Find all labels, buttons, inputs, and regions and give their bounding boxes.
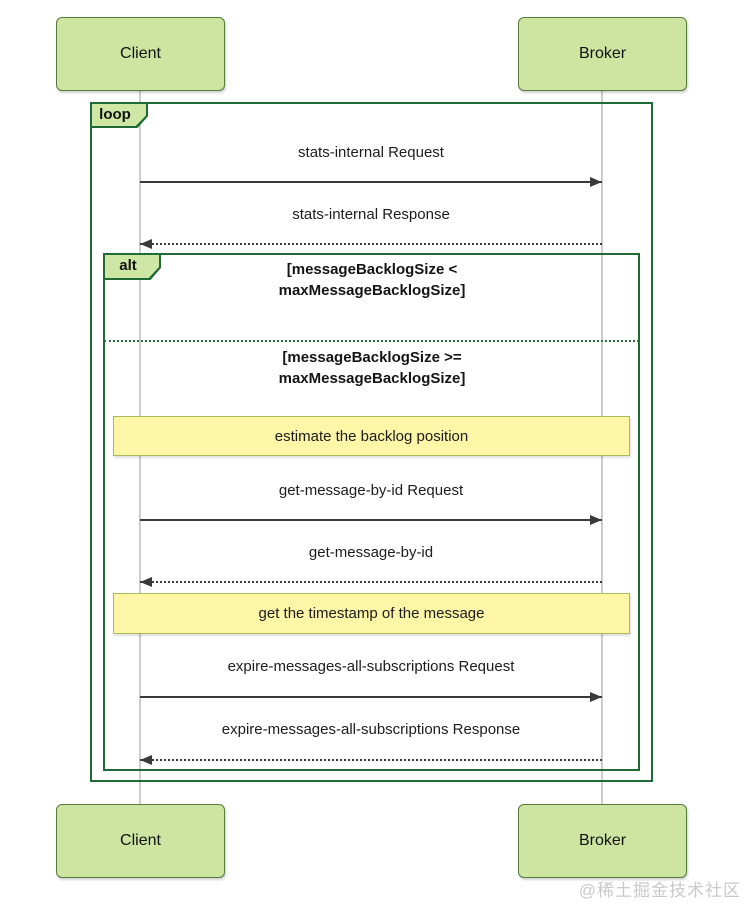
arrow-line xyxy=(140,181,602,183)
arrow-line xyxy=(140,696,602,698)
participant-client-top: Client xyxy=(56,17,225,91)
arrowhead-left-icon xyxy=(140,577,152,587)
arrowhead-right-icon xyxy=(590,692,602,702)
participant-label: Broker xyxy=(578,832,627,849)
arrowhead-right-icon xyxy=(590,515,602,525)
arrow-line xyxy=(140,581,602,583)
loop-frame-tab: loop xyxy=(90,102,148,128)
participant-broker-top: Broker xyxy=(518,17,687,91)
alt-frame-tab: alt xyxy=(103,253,161,280)
arrow-line xyxy=(140,519,602,521)
note: get the timestamp of the message xyxy=(113,593,630,634)
participant-client-bottom: Client xyxy=(56,804,225,878)
watermark: @稀土掘金技术社区 xyxy=(578,881,741,900)
alt-condition-1: [messageBacklogSize < maxMessageBacklogS… xyxy=(278,261,466,299)
note-text: estimate the backlog position xyxy=(274,427,469,445)
arrow-line xyxy=(140,243,602,245)
alt-divider xyxy=(104,340,639,342)
loop-frame xyxy=(90,102,653,782)
message-label: expire-messages-all-subscriptions Respon… xyxy=(221,721,521,738)
message-label: stats-internal Request xyxy=(298,144,444,161)
arrowhead-left-icon xyxy=(140,239,152,249)
message-label: expire-messages-all-subscriptions Reques… xyxy=(227,658,515,675)
alt-frame xyxy=(103,253,640,771)
loop-tab-fill xyxy=(92,104,146,126)
participant-label: Broker xyxy=(578,45,627,62)
loop-frame-label: loop xyxy=(99,105,131,123)
message-label: stats-internal Response xyxy=(292,206,450,223)
message-label: get-message-by-id Request xyxy=(278,482,464,499)
alt-tab-fill xyxy=(105,255,159,278)
alt-condition-2: [messageBacklogSize >= maxMessageBacklog… xyxy=(278,349,466,387)
note-text: get the timestamp of the message xyxy=(258,605,485,622)
note: estimate the backlog position xyxy=(113,416,630,456)
participant-broker-bottom: Broker xyxy=(518,804,687,878)
participant-label: Client xyxy=(120,832,161,849)
arrowhead-right-icon xyxy=(590,177,602,187)
participant-label: Client xyxy=(120,45,161,62)
arrow-line xyxy=(140,759,602,761)
arrowhead-left-icon xyxy=(140,755,152,765)
message-label: get-message-by-id xyxy=(308,544,434,561)
alt-frame-label: alt xyxy=(119,257,137,274)
